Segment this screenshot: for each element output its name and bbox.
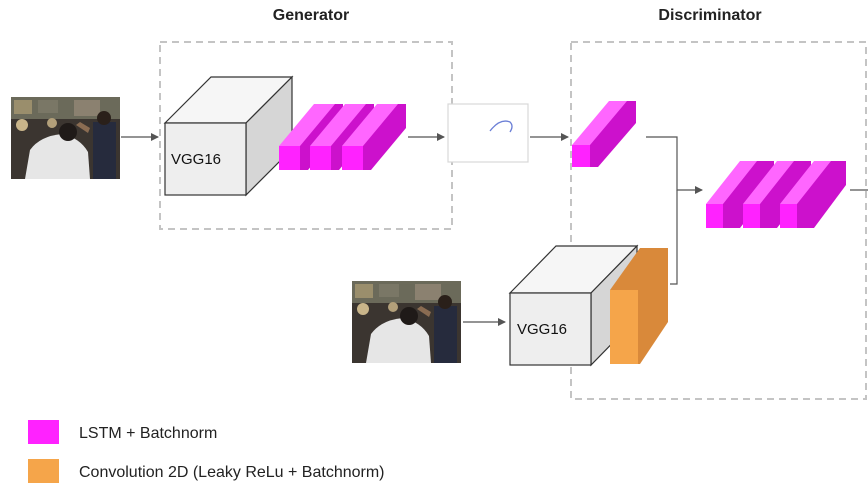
generator-vgg16-block: VGG16: [163, 75, 294, 197]
lstm-block: [342, 104, 406, 170]
discriminator-vgg16-label: VGG16: [517, 321, 567, 338]
input-frame-photo-2: [352, 281, 461, 363]
legend-swatch-conv: [28, 459, 59, 483]
arrow-conv-to-merge: [670, 190, 678, 285]
lstm-block: [780, 161, 846, 228]
conv2d-block: [610, 248, 668, 364]
generator-title: Generator: [273, 7, 349, 24]
generator-lstm-stack: [279, 104, 406, 170]
legend-swatch-lstm: [28, 420, 59, 444]
legend: LSTM + Batchnorm Convolution 2D (Leaky R…: [28, 420, 385, 483]
generator-vgg16-label: VGG16: [171, 151, 221, 168]
discriminator-boundary: [570, 41, 867, 400]
arrow-lstm-to-merge: [646, 136, 703, 194]
input-frame-photo: [11, 97, 120, 179]
generated-caption-box: [447, 103, 529, 163]
caption-sketch-icon: [489, 120, 513, 133]
discriminator-title: Discriminator: [658, 7, 761, 24]
legend-label-conv: Convolution 2D (Leaky ReLu + Batchnorm): [79, 464, 385, 481]
legend-label-lstm: LSTM + Batchnorm: [79, 425, 217, 442]
lstm-block: [743, 161, 811, 228]
discriminator-vgg16-block: VGG16: [508, 244, 639, 367]
lstm-block: [706, 161, 774, 228]
discriminator-lstm-input: [572, 101, 636, 167]
discriminator-lstm-stack: [706, 161, 846, 228]
